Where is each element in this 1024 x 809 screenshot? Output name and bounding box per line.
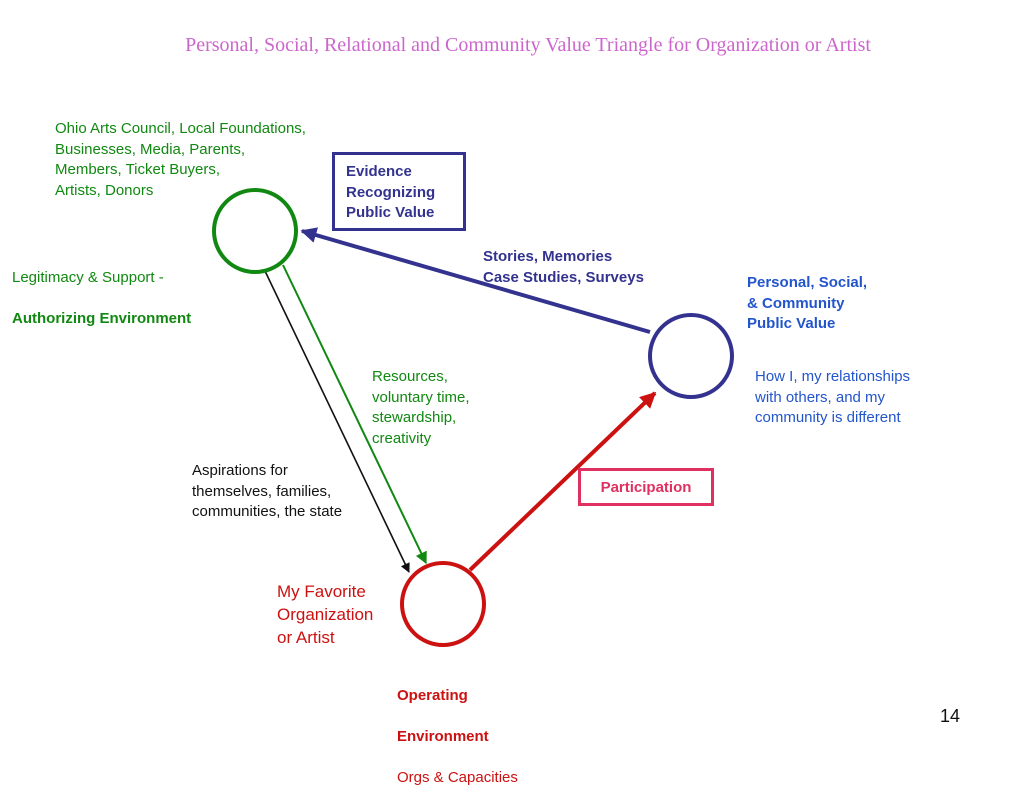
stories-label: Stories, Memories Case Studies, Surveys <box>483 248 644 286</box>
arrow-public-value-to-authorizing <box>300 227 651 334</box>
slide-title: Personal, Social, Relational and Communi… <box>185 34 871 56</box>
public-value-description: How I, my relationships with others, and… <box>755 368 911 426</box>
participation-box-text: Participation <box>600 479 692 496</box>
authorizing-label: Legitimacy & Support - Authorizing Envir… <box>12 247 191 350</box>
node-organization <box>400 561 486 647</box>
capacities-text: Orgs & Capacities <box>397 768 518 786</box>
node-authorizing-environment <box>212 188 298 274</box>
aspirations-label: Aspirations for themselves, families, co… <box>192 462 343 520</box>
participation-box: Participation <box>578 468 714 506</box>
node-public-value <box>648 313 734 399</box>
legitimacy-support-text: Legitimacy & Support - <box>12 268 164 286</box>
arrow-resources <box>282 264 427 565</box>
page-number: 14 <box>940 706 961 726</box>
arrow-organization-to-public-value <box>468 391 657 572</box>
resources-label: Resources, voluntary time, stewardship, … <box>372 368 470 447</box>
environment-text: Environment <box>397 727 489 745</box>
diagram-graphics <box>212 188 734 647</box>
stakeholders-list: Ohio Arts Council, Local Foundations, Bu… <box>55 120 306 199</box>
operating-text: Operating <box>397 686 468 704</box>
evidence-box-text: Evidence Recognizing Public Value <box>346 163 436 221</box>
authorizing-environment-text: Authorizing Environment <box>12 309 192 327</box>
arrow-aspirations <box>264 270 410 573</box>
evidence-box: Evidence Recognizing Public Value <box>332 152 466 231</box>
organization-name: My Favorite Organization or Artist <box>277 582 374 647</box>
public-value-heading: Personal, Social, & Community Public Val… <box>747 274 868 332</box>
operating-environment-label: Operating Environment Orgs & Capacities <box>397 665 518 809</box>
